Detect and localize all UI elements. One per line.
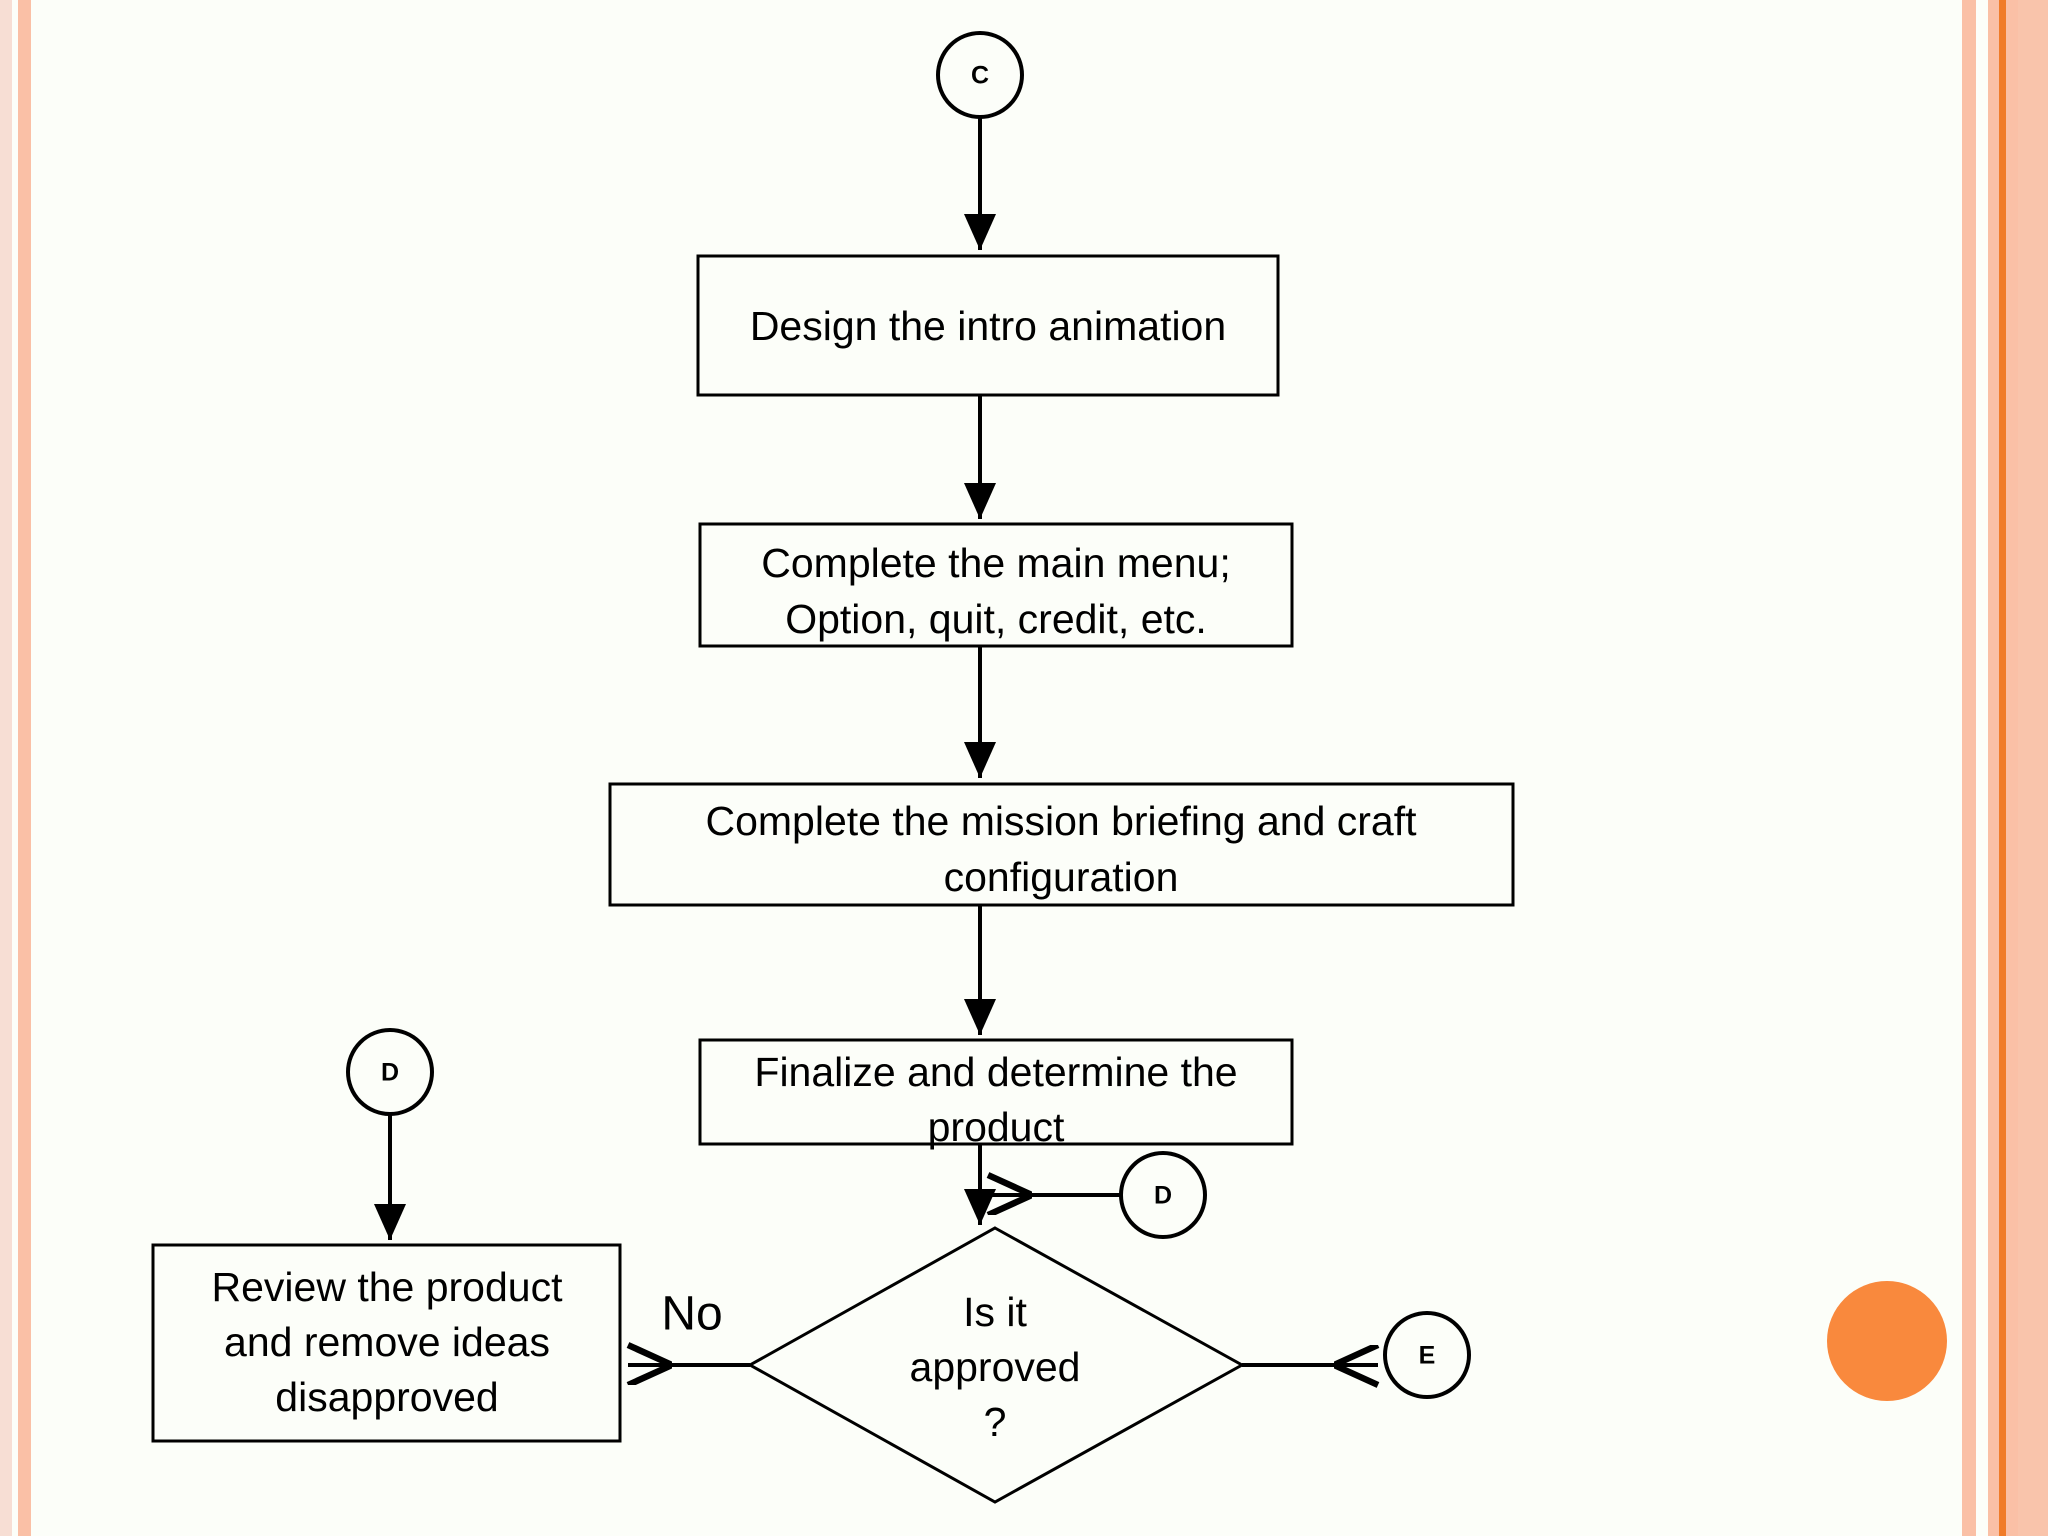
right-border-stripe-salmon-4 [2018, 0, 2048, 1536]
connector-node-d-left[interactable]: D [346, 1028, 434, 1116]
connector-node-e[interactable]: E [1383, 1311, 1471, 1399]
connector-d-left-label: D [381, 1059, 399, 1087]
right-border-stripe-salmon-2 [1988, 0, 1999, 1536]
box3-rect [608, 782, 1515, 907]
box2-rect [698, 522, 1294, 648]
box3-label-line1: Complete the mission briefing and craft [705, 798, 1417, 844]
connector-node-d-right[interactable]: D [1119, 1151, 1207, 1239]
right-border-stripe-white-gap [1976, 0, 1988, 1536]
right-border-stripe-salmon-1 [1962, 0, 1976, 1536]
connector-d-left-circle [346, 1028, 434, 1116]
connector-c-label: C [971, 62, 989, 90]
box5-rect [151, 1243, 622, 1443]
decision-label-line3: ? [984, 1399, 1007, 1445]
box1-label: Design the intro animation [750, 303, 1226, 349]
box4-label-line2: product [928, 1104, 1065, 1150]
box5-label-line1: Review the product [212, 1264, 564, 1310]
connector-e-label: E [1419, 1342, 1436, 1370]
decision-diamond [746, 1226, 1246, 1504]
box3-label-line2: configuration [944, 854, 1179, 900]
right-border-stripe-salmon-3 [2006, 0, 2018, 1536]
connector-c-circle [936, 31, 1024, 119]
box2-label-line1: Complete the main menu; [761, 540, 1230, 586]
box1-rect [696, 254, 1280, 397]
box5-label-line2: and remove ideas [224, 1319, 550, 1365]
orange-accent-circle [1827, 1281, 1947, 1401]
connector-d-right-circle [1119, 1151, 1207, 1239]
process-node-design-intro-animation[interactable]: Design the intro animation [696, 254, 1280, 397]
decision-node-is-it-approved[interactable]: Is it approved ? [746, 1226, 1246, 1504]
box5-label-line3: disapproved [275, 1374, 498, 1420]
connector-d-right-label: D [1154, 1182, 1172, 1210]
connector-node-c[interactable]: C [936, 31, 1024, 119]
box4-rect [698, 1038, 1294, 1146]
process-node-review-product[interactable]: Review the product and remove ideas disa… [151, 1243, 622, 1443]
right-border-stripe-orange [1999, 0, 2006, 1536]
edge-label-no: No [661, 1288, 722, 1341]
decision-label-line1: Is it [963, 1289, 1027, 1335]
box4-label-line1: Finalize and determine the [754, 1049, 1237, 1095]
process-node-complete-main-menu[interactable]: Complete the main menu; Option, quit, cr… [698, 522, 1294, 648]
left-border-stripe-light [0, 0, 12, 1536]
decision-label-line2: approved [910, 1344, 1081, 1390]
process-node-finalize-determine-product[interactable]: Finalize and determine the product [698, 1038, 1294, 1150]
process-node-complete-mission-briefing[interactable]: Complete the mission briefing and craft … [608, 782, 1515, 907]
box2-label-line2: Option, quit, credit, etc. [785, 596, 1207, 642]
connector-e-circle [1383, 1311, 1471, 1399]
left-border-stripe-salmon [18, 0, 31, 1536]
